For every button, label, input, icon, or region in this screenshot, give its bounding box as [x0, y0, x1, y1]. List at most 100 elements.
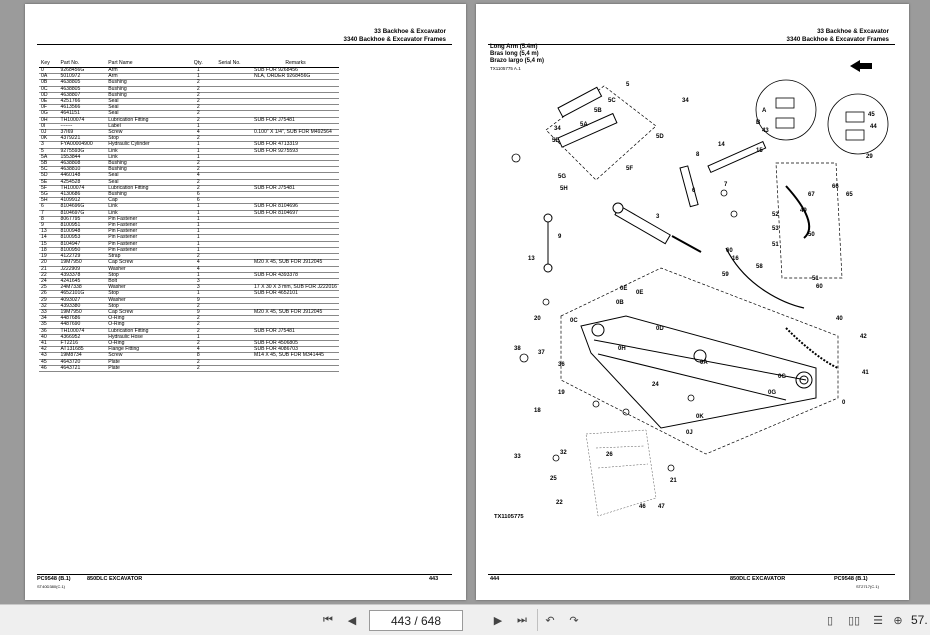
callout-label: 0B [616, 300, 624, 306]
row-remarks [252, 179, 339, 186]
callout-label: 0D [656, 326, 664, 332]
row-part-no: J222909 [58, 266, 107, 273]
viewer-toolbar: ⏮ ◀ 443 / 648 ▶ ⏭ ↶ ↷ ▯ ▯▯ ☰ ⊕ 57. [0, 604, 930, 635]
row-qty: 9 [180, 309, 217, 317]
footer-title: 850DLC EXCAVATOR [87, 576, 143, 582]
row-part-name: Cap [106, 198, 181, 205]
left-page: 33 Backhoe & Excavator 3340 Backhoe & Ex… [25, 4, 466, 600]
row-part-name: Pin Fastener [106, 241, 181, 248]
row-key: 42 [39, 346, 59, 354]
row-part-name: Screw [106, 129, 181, 137]
row-remarks [252, 79, 339, 87]
row-serial-no [216, 259, 253, 267]
footer-rule [488, 574, 895, 575]
row-remarks: SUB FOR J75481 [252, 117, 339, 124]
row-part-no: 24M7338 [58, 284, 107, 292]
row-remarks [252, 297, 339, 304]
row-qty: 8 [180, 353, 217, 360]
row-qty: 2 [180, 98, 217, 106]
row-serial-no [216, 123, 253, 131]
row-serial-no [216, 86, 253, 93]
single-page-view-icon[interactable]: ▯ [826, 614, 834, 627]
row-part-no: 4641151 [58, 111, 107, 118]
row-key: 40 [39, 334, 59, 341]
row-part-no: 4122729 [58, 253, 107, 261]
zoom-icon[interactable]: ⊕ [893, 614, 903, 627]
row-part-name: Label [106, 123, 181, 131]
row-key: 8 [39, 216, 59, 224]
row-part-name: Bolt [106, 278, 181, 286]
row-key: 5B [39, 160, 59, 168]
row-key: 34 [39, 315, 59, 323]
row-key: 0E [39, 98, 59, 106]
row-part-no: TH100074 [58, 117, 107, 124]
row-serial-no [216, 328, 253, 335]
row-serial-no [216, 222, 253, 230]
callout-label: 33 [514, 454, 521, 460]
callout-label: 0A [700, 360, 708, 366]
row-part-no: 8100950 [58, 247, 107, 255]
row-part-no: 8100953 [58, 235, 107, 242]
callout-label: 53 [772, 226, 779, 232]
row-remarks [252, 160, 339, 168]
page-number-input[interactable]: 443 / 648 [369, 610, 463, 631]
rotate-forward-icon[interactable]: ↷ [569, 614, 579, 627]
callout-label: 5G [558, 174, 566, 180]
row-qty: 2 [180, 105, 217, 112]
row-key: 33 [39, 309, 59, 317]
row-key: 26 [39, 291, 59, 298]
callout-label: 0E [636, 290, 643, 296]
row-part-name: Bushing [106, 86, 181, 93]
row-qty: 4 [180, 173, 217, 180]
row-part-no: 4487686 [58, 315, 107, 323]
callout-label: 7 [724, 182, 728, 188]
row-part-no: 4379221 [58, 136, 107, 143]
document-viewer[interactable]: 33 Backhoe & Excavator 3340 Backhoe & Ex… [0, 0, 930, 604]
continuous-view-icon[interactable]: ☰ [873, 614, 883, 627]
row-remarks: SUB FOR 8104696 [252, 204, 339, 211]
row-key: 6 [39, 204, 59, 211]
row-serial-no [216, 352, 253, 360]
callout-label: 44 [870, 124, 877, 130]
row-part-name: Lubrication Fitting [106, 328, 181, 335]
row-remarks [252, 315, 339, 323]
col-serial-no: Serial No. [216, 58, 253, 68]
rotate-back-icon[interactable]: ↶ [545, 614, 555, 627]
row-key: 0J [39, 129, 59, 137]
first-page-icon[interactable]: ⏮ [323, 613, 333, 626]
callout-label: 36 [558, 362, 565, 368]
row-remarks: SUB FOR 4506805 [252, 340, 339, 348]
callout-label: 37 [538, 350, 545, 356]
row-qty: 1 [180, 148, 217, 155]
row-key: 0H [39, 117, 59, 124]
row-qty: 2 [180, 340, 217, 348]
callout-label: 15 [756, 148, 763, 154]
row-qty: 2 [180, 328, 217, 335]
col-remarks: Remarks [252, 58, 339, 68]
callout-label: 21 [670, 478, 677, 484]
row-serial-no [216, 340, 253, 348]
arrow-left-icon [850, 60, 872, 72]
row-qty: 1 [180, 154, 217, 162]
callout-label: 52 [772, 212, 779, 218]
callout-label: 41 [862, 370, 869, 376]
last-page-icon[interactable]: ⏭ [517, 613, 527, 626]
callout-label: 49 [800, 208, 807, 214]
next-page-icon[interactable]: ▶ [493, 614, 503, 627]
callout-label: 5A [580, 122, 588, 128]
assembly-outlines [545, 85, 843, 455]
callout-label: 5D [656, 134, 664, 140]
col-part-name: Part Name [106, 58, 181, 68]
callout-label: 46 [639, 504, 646, 510]
previous-page-icon[interactable]: ◀ [347, 614, 357, 627]
row-part-no: 8100948 [58, 229, 107, 236]
row-part-name: Plate [106, 359, 181, 366]
zoom-level[interactable]: 57. [911, 613, 928, 627]
row-qty: 1 [180, 210, 217, 217]
two-page-view-icon[interactable]: ▯▯ [847, 614, 861, 627]
